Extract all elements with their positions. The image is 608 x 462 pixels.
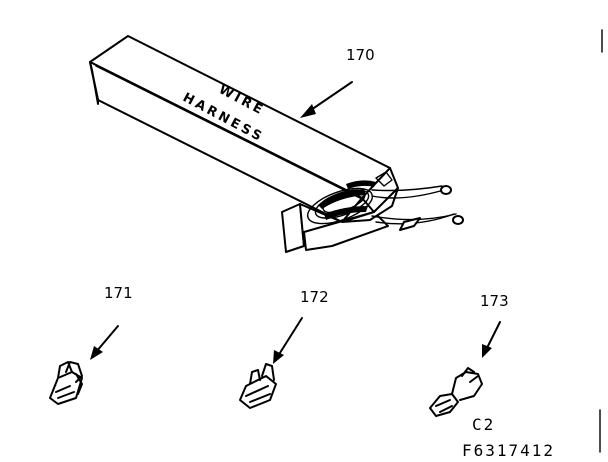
leader-arrow-173 <box>482 321 501 358</box>
wire-harness-box: WIRE HARNESS <box>89 35 464 253</box>
terminal-171 <box>49 361 83 405</box>
leader-arrow-171 <box>90 325 119 360</box>
terminal-172 <box>239 363 277 409</box>
callout-171: 171 <box>104 284 133 302</box>
leader-arrow-170 <box>300 81 353 118</box>
terminal-173 <box>429 367 483 417</box>
drawing-code-line2: F6317412 <box>462 441 555 460</box>
callout-173: 173 <box>480 292 509 310</box>
leader-arrow-172 <box>273 317 303 364</box>
frame-marks <box>599 29 603 453</box>
callout-172: 172 <box>300 288 329 306</box>
callout-170: 170 <box>346 46 375 64</box>
drawing-code-line1: C2 <box>472 415 495 434</box>
